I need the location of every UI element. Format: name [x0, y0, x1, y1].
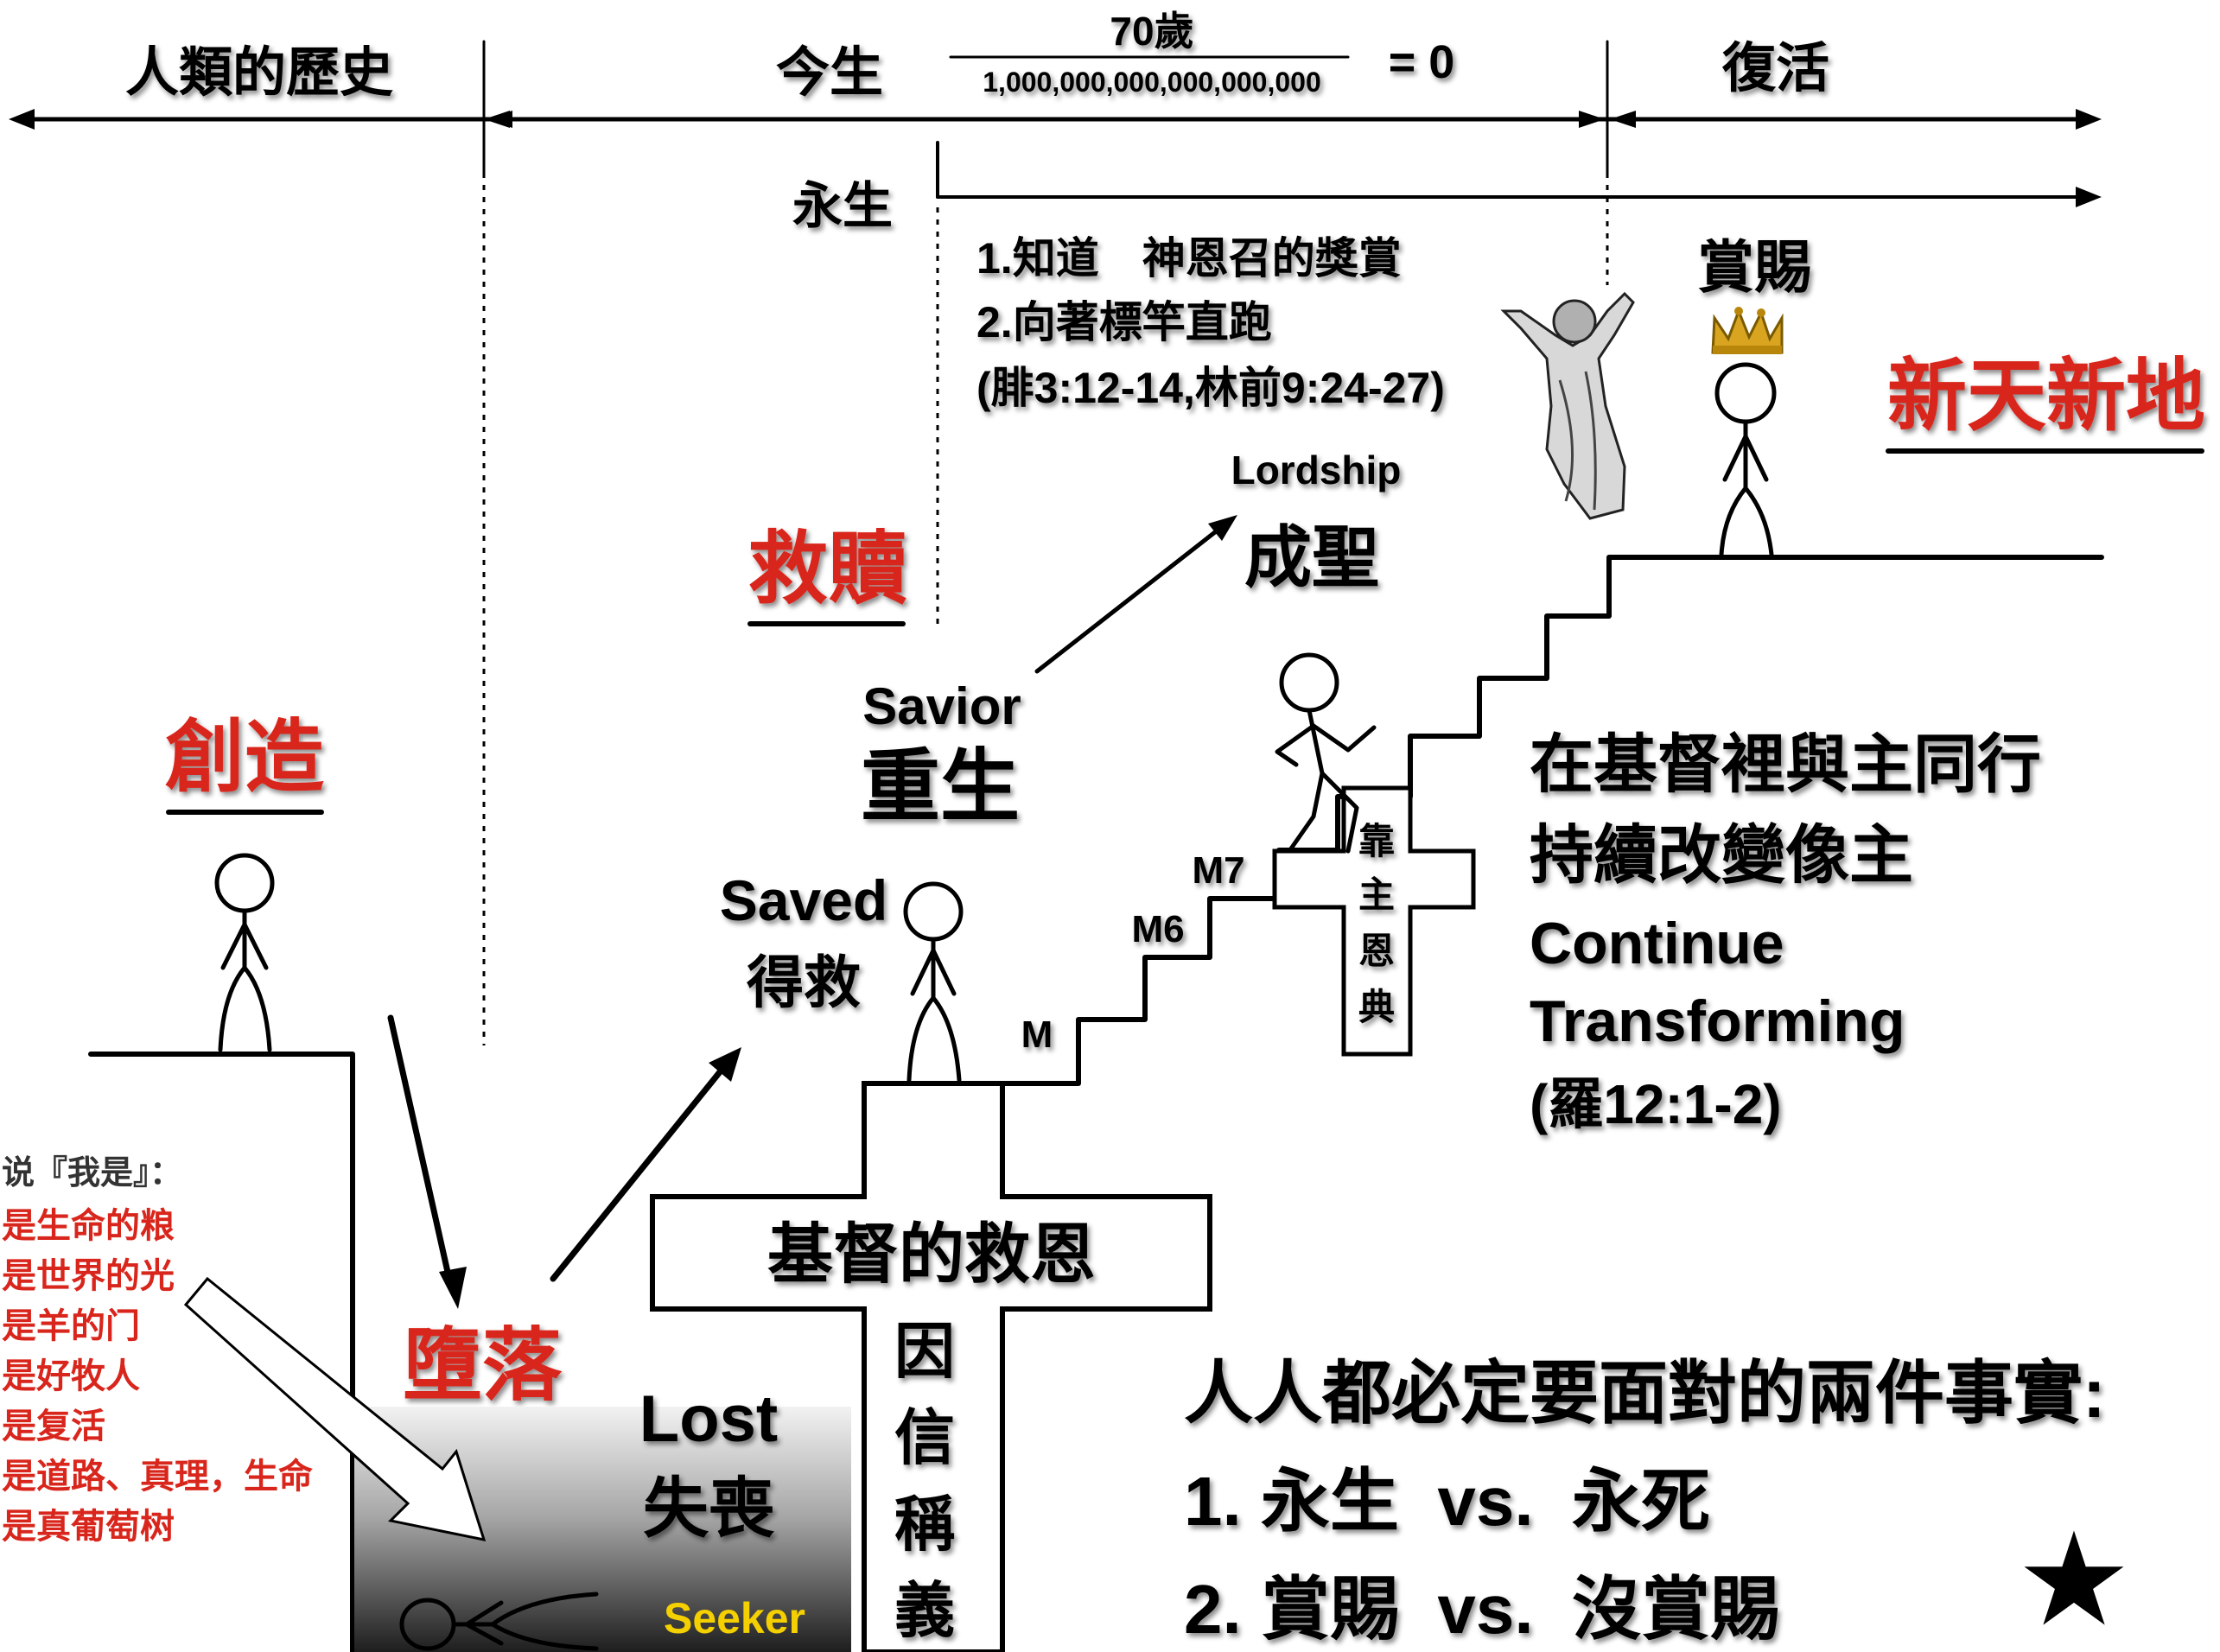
savior-label: Savior — [862, 677, 1021, 735]
big-cross-char: 義 — [894, 1577, 955, 1644]
step-m-label: M — [1021, 1013, 1053, 1056]
i-am-item: 是生命的粮 — [2, 1206, 175, 1245]
two-facts-line-2: 2. 賞賜 vs. 沒賞賜 — [1184, 1571, 1779, 1648]
big-cross-char: 因 — [894, 1318, 955, 1385]
small-cross-char: 恩 — [1358, 931, 1395, 971]
saved-zh-label: 得救 — [747, 950, 861, 1014]
eternal-life-line: 永生 — [792, 141, 2102, 234]
fraction-denominator: 1,000,000,000,000,000,000 — [983, 67, 1320, 98]
walk-line: 在基督裡與主同行 — [1530, 728, 2041, 800]
step-m7-label: M7 — [1192, 849, 1244, 892]
arrow-to-saved — [550, 1061, 729, 1282]
step-m6-label: M6 — [1131, 908, 1184, 950]
lost-en-label: Lost — [639, 1382, 778, 1456]
small-cross-char: 靠 — [1358, 821, 1395, 861]
stick-figure-crowned — [1714, 362, 1777, 557]
fraction-numerator: 70歲 — [1110, 9, 1193, 54]
small-cross — [1272, 785, 1476, 1057]
i-am-list: 说『我是』： 是生命的粮 是世界的光 是羊的门 是好牧人 是复活 是道路、真理，… — [2, 1155, 313, 1546]
small-cross-char: 主 — [1358, 874, 1395, 915]
seeker-label: Seeker — [664, 1594, 805, 1642]
fall-label: 墮落 — [403, 1322, 563, 1410]
i-am-item: 是好牧人 — [2, 1357, 140, 1395]
creation-label: 創造 — [165, 714, 324, 802]
walk-line: Transforming — [1530, 988, 1905, 1054]
big-cross-char: 信 — [894, 1404, 955, 1471]
small-cross-char: 典 — [1358, 987, 1395, 1027]
arrow-to-sanctification — [1034, 520, 1230, 674]
saved-en-label: Saved — [720, 868, 887, 932]
walk-line: (羅12:1-2) — [1530, 1073, 1782, 1135]
two-facts-line-1: 1. 永生 vs. 永死 — [1184, 1463, 1710, 1540]
eternal-life-label: 永生 — [792, 178, 893, 234]
walk-with-lord-text: 在基督裡與主同行 持續改變像主 Continue Transforming (羅… — [1530, 728, 2041, 1135]
human-history-label: 人類的歷史 — [125, 43, 393, 103]
big-cross-char: 稱 — [894, 1490, 955, 1558]
big-cross — [650, 1081, 1212, 1652]
reward-label: 賞賜 — [1697, 235, 1811, 299]
stick-figure-creation — [214, 853, 275, 1052]
fall-arrow — [387, 1014, 455, 1291]
stick-figure-saved — [903, 881, 964, 1083]
redemption-label: 救贖 — [748, 525, 907, 613]
lost-zh-label: 失喪 — [643, 1472, 775, 1546]
stick-figure-walking — [1275, 652, 1377, 854]
regeneration-label: 重生 — [861, 743, 1020, 831]
timeline: 人類的歷史 今生 70歲 1,000,000,000,000,000,000 =… — [9, 9, 2102, 175]
goal-line-1: 1.知道 神恩召的獎賞 — [976, 234, 1402, 283]
new-heaven-earth-label: 新天新地 — [1887, 353, 2205, 441]
two-facts-title: 人人都必定要面對的兩件事實: — [1184, 1355, 2106, 1432]
two-facts: 人人都必定要面對的兩件事實: 1. 永生 vs. 永死 2. 賞賜 vs. 沒賞… — [1184, 1355, 2132, 1652]
i-am-item: 是道路、真理，生命 — [2, 1457, 313, 1496]
resurrection-label: 復活 — [1721, 39, 1829, 98]
i-am-item: 是羊的门 — [2, 1307, 140, 1345]
sanctification-label: 成聖 — [1244, 519, 1379, 595]
i-am-title: 说『我是』： — [2, 1155, 182, 1191]
i-am-item: 是真葡萄树 — [2, 1508, 175, 1546]
goal-scripture-ref: (腓3:12-14,林前9:24-27) — [976, 364, 1445, 412]
i-am-item: 是世界的光 — [2, 1257, 175, 1295]
ascending-jesus-image — [1500, 291, 1635, 520]
crown-icon — [1711, 307, 1784, 354]
i-am-item: 是复活 — [2, 1407, 105, 1446]
walk-line: 持續改變像主 — [1530, 819, 1913, 891]
staircase — [1000, 555, 2104, 1086]
lordship-label: Lordship — [1231, 448, 1402, 492]
goal-line-2: 2.向著標竿直跑 — [976, 298, 1272, 346]
timeline-right-arrowhead — [2076, 109, 2102, 130]
equals-zero: = 0 — [1389, 36, 1455, 88]
i-am-hollow-arrow — [183, 1276, 487, 1541]
timeline-left-arrowhead — [9, 109, 35, 130]
walk-line: Continue — [1530, 911, 1784, 976]
goals-text: 1.知道 神恩召的獎賞 2.向著標竿直跑 (腓3:12-14,林前9:24-27… — [976, 234, 1445, 412]
star-icon: ★ — [2016, 1507, 2132, 1652]
fallen-stick-figure — [399, 1592, 599, 1651]
this-life-label: 今生 — [776, 43, 883, 103]
creation-platform — [88, 1052, 355, 1652]
big-cross-title: 基督的救恩 — [767, 1218, 1096, 1292]
